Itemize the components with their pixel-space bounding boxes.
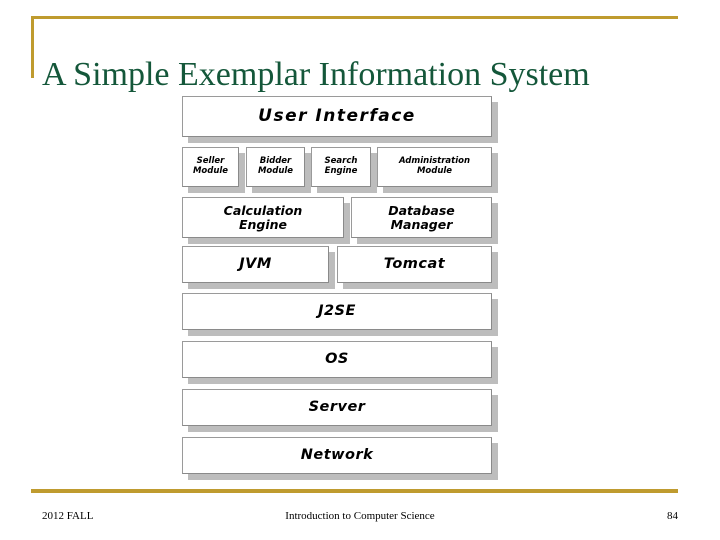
diagram-box-label: Network — [300, 447, 374, 464]
diagram-box-os[interactable]: OS — [182, 341, 492, 378]
diagram-box-label-line1: Search — [324, 156, 358, 167]
diagram-box-label: Tomcat — [383, 256, 446, 273]
diagram-box-label-line1: Bidder — [259, 156, 292, 167]
diagram-box-server[interactable]: Server — [182, 389, 492, 426]
diagram-box-j2se[interactable]: J2SE — [182, 293, 492, 330]
diagram-box-label-line2: Module — [416, 166, 453, 176]
title-left-rule — [31, 16, 34, 78]
diagram-box-jvm[interactable]: JVM — [182, 246, 329, 283]
diagram-box-label: Server — [308, 399, 366, 416]
title-top-rule — [31, 16, 678, 19]
footer-course-title: Introduction to Computer Science — [285, 510, 435, 522]
diagram-box-label-line2: Module — [257, 166, 294, 176]
diagram-box-label: OS — [325, 351, 349, 368]
diagram-box-label-line1: Seller — [196, 156, 225, 167]
page-title: A Simple Exemplar Information System — [42, 55, 590, 93]
diagram-box-label-line2: Engine — [238, 216, 288, 232]
diagram-box-label-line2: Engine — [324, 166, 358, 176]
diagram-box-label-line1: Administration — [398, 156, 471, 167]
diagram-box-label-line2: Manager — [390, 216, 453, 232]
diagram-box-label: J2SE — [318, 303, 356, 320]
diagram-box-label-line2: Module — [192, 166, 229, 176]
diagram-box-label-line1: Calculation — [223, 202, 303, 218]
diagram-box-network[interactable]: Network — [182, 437, 492, 474]
footer-term-label: 2012 FALL — [42, 510, 94, 522]
footer-page-number: 84 — [667, 510, 678, 522]
diagram-box-user-interface[interactable]: User Interface — [182, 96, 492, 137]
footer-rule — [31, 489, 678, 493]
diagram-box-label: JVM — [239, 256, 272, 273]
diagram-box-label: User Interface — [258, 105, 416, 126]
diagram-box-label-line1: Database — [388, 202, 455, 218]
diagram-box-tomcat[interactable]: Tomcat — [337, 246, 492, 283]
